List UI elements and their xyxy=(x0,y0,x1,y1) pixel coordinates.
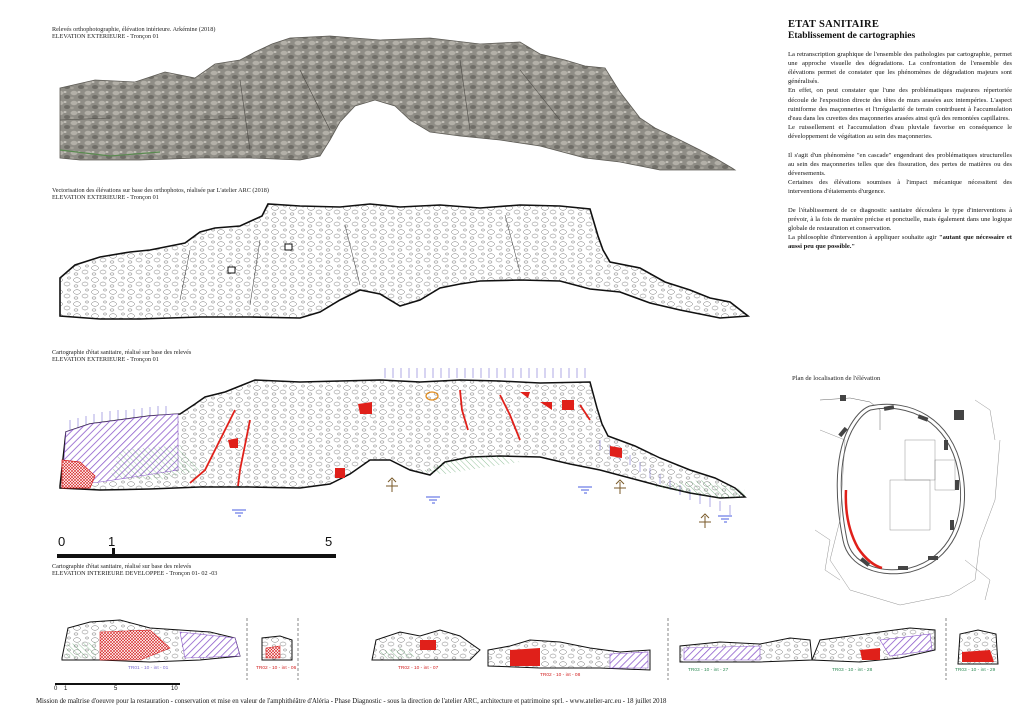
segment-label-tr03-27: TR03 - 10 - int - 27 xyxy=(688,668,729,673)
photo-caption-line2: ELEVATION EXTERIEURE - Tronçon 01 xyxy=(52,33,159,41)
material-loss-patches xyxy=(228,392,622,478)
carto-caption-line2: ELEVATION EXTERIEURE - Tronçon 01 xyxy=(52,356,159,364)
panel-paragraph-5: Certaines des élévations soumises à l'im… xyxy=(788,179,1012,196)
crack-lines xyxy=(189,389,591,487)
panel-paragraph-6: De l'établissement de ce diagnostic sani… xyxy=(788,206,1012,232)
carto-caption: Cartographie d'état sanitaire, réalisé s… xyxy=(52,349,191,364)
water-marks xyxy=(232,486,732,523)
photo-caption: Relevés orthophotographie, élévation int… xyxy=(52,26,215,41)
footer-text: Mission de maîtrise d'oeuvre pour la res… xyxy=(36,698,667,705)
plan-caption: Plan de localisation de l'élévation xyxy=(792,375,881,382)
panel-paragraph-7: La philosophie d'intervention à applique… xyxy=(788,233,1012,251)
cartography-elevation xyxy=(59,368,747,528)
panel-paragraph-1: La retranscription graphique de l'ensemb… xyxy=(788,50,1012,86)
panel-paragraph-2: En effet, on peut constater que l'une de… xyxy=(788,87,1012,122)
text-panel: ETAT SANITAIRE Etablissement de cartogra… xyxy=(788,19,1012,252)
small-scale-label-10: 10 xyxy=(171,686,178,692)
segment-label-tr02-06: TR02 - 10 - int - 06 xyxy=(256,666,297,671)
small-scale-label-1: 1 xyxy=(64,686,68,692)
vector-caption-line1: Vectorisation des élévations sur base de… xyxy=(52,187,269,194)
roots-icons xyxy=(386,477,711,528)
panel-paragraph-3: Le ruissellement et l'accumulation d'eau… xyxy=(788,124,1012,141)
vectorised-elevation xyxy=(59,203,751,320)
orthophoto-elevation xyxy=(59,35,737,171)
segment-label-tr02-08: TR02 - 10 - int - 08 xyxy=(540,673,581,678)
segment-label-tr03-29: TR03 - 10 - int - 29 xyxy=(955,668,996,673)
carto-caption-line1: Cartographie d'état sanitaire, réalisé s… xyxy=(52,349,192,356)
scale-label-5: 5 xyxy=(325,534,333,549)
scale-bar xyxy=(57,548,336,558)
small-scale-label-5: 5 xyxy=(114,686,118,692)
location-plan xyxy=(814,395,1001,606)
vector-caption: Vectorisation des élévations sur base de… xyxy=(52,187,269,202)
vector-caption-line2: ELEVATION EXTERIEURE - Tronçon 01 xyxy=(52,194,159,202)
interior-strip xyxy=(55,618,999,685)
segment-label-tr01-01: TR01 - 10 - int - 01 xyxy=(128,666,169,671)
panel-paragraph-7-lead: La philosophie d'intervention à applique… xyxy=(788,234,939,242)
panel-paragraph-7-quote: "autant que nécessaire et aussi peu que … xyxy=(788,234,1012,251)
panel-subtitle: Etablissement de cartographies xyxy=(788,30,916,41)
carto-int-caption: Cartographie d'état sanitaire, réalisé s… xyxy=(52,563,217,578)
carto-int-caption-line2: ELEVATION INTERIEURE DEVELOPPEE - Tronço… xyxy=(52,570,218,578)
photo-caption-line1: Relevés orthophotographie, élévation int… xyxy=(52,26,216,33)
carto-int-caption-line1: Cartographie d'état sanitaire, réalisé s… xyxy=(52,563,192,570)
panel-paragraph-4: Il s'agit d'un phénomène "en cascade" en… xyxy=(788,151,1012,177)
panel-title: ETAT SANITAIRE xyxy=(788,19,880,30)
scale-label-1: 1 xyxy=(108,534,116,549)
scale-label-0: 0 xyxy=(58,534,66,549)
segment-label-tr03-28: TR03 - 10 - int - 28 xyxy=(832,668,873,673)
small-scale-label-0: 0 xyxy=(54,686,58,692)
segment-label-tr02-07: TR02 - 10 - int - 07 xyxy=(398,666,439,671)
